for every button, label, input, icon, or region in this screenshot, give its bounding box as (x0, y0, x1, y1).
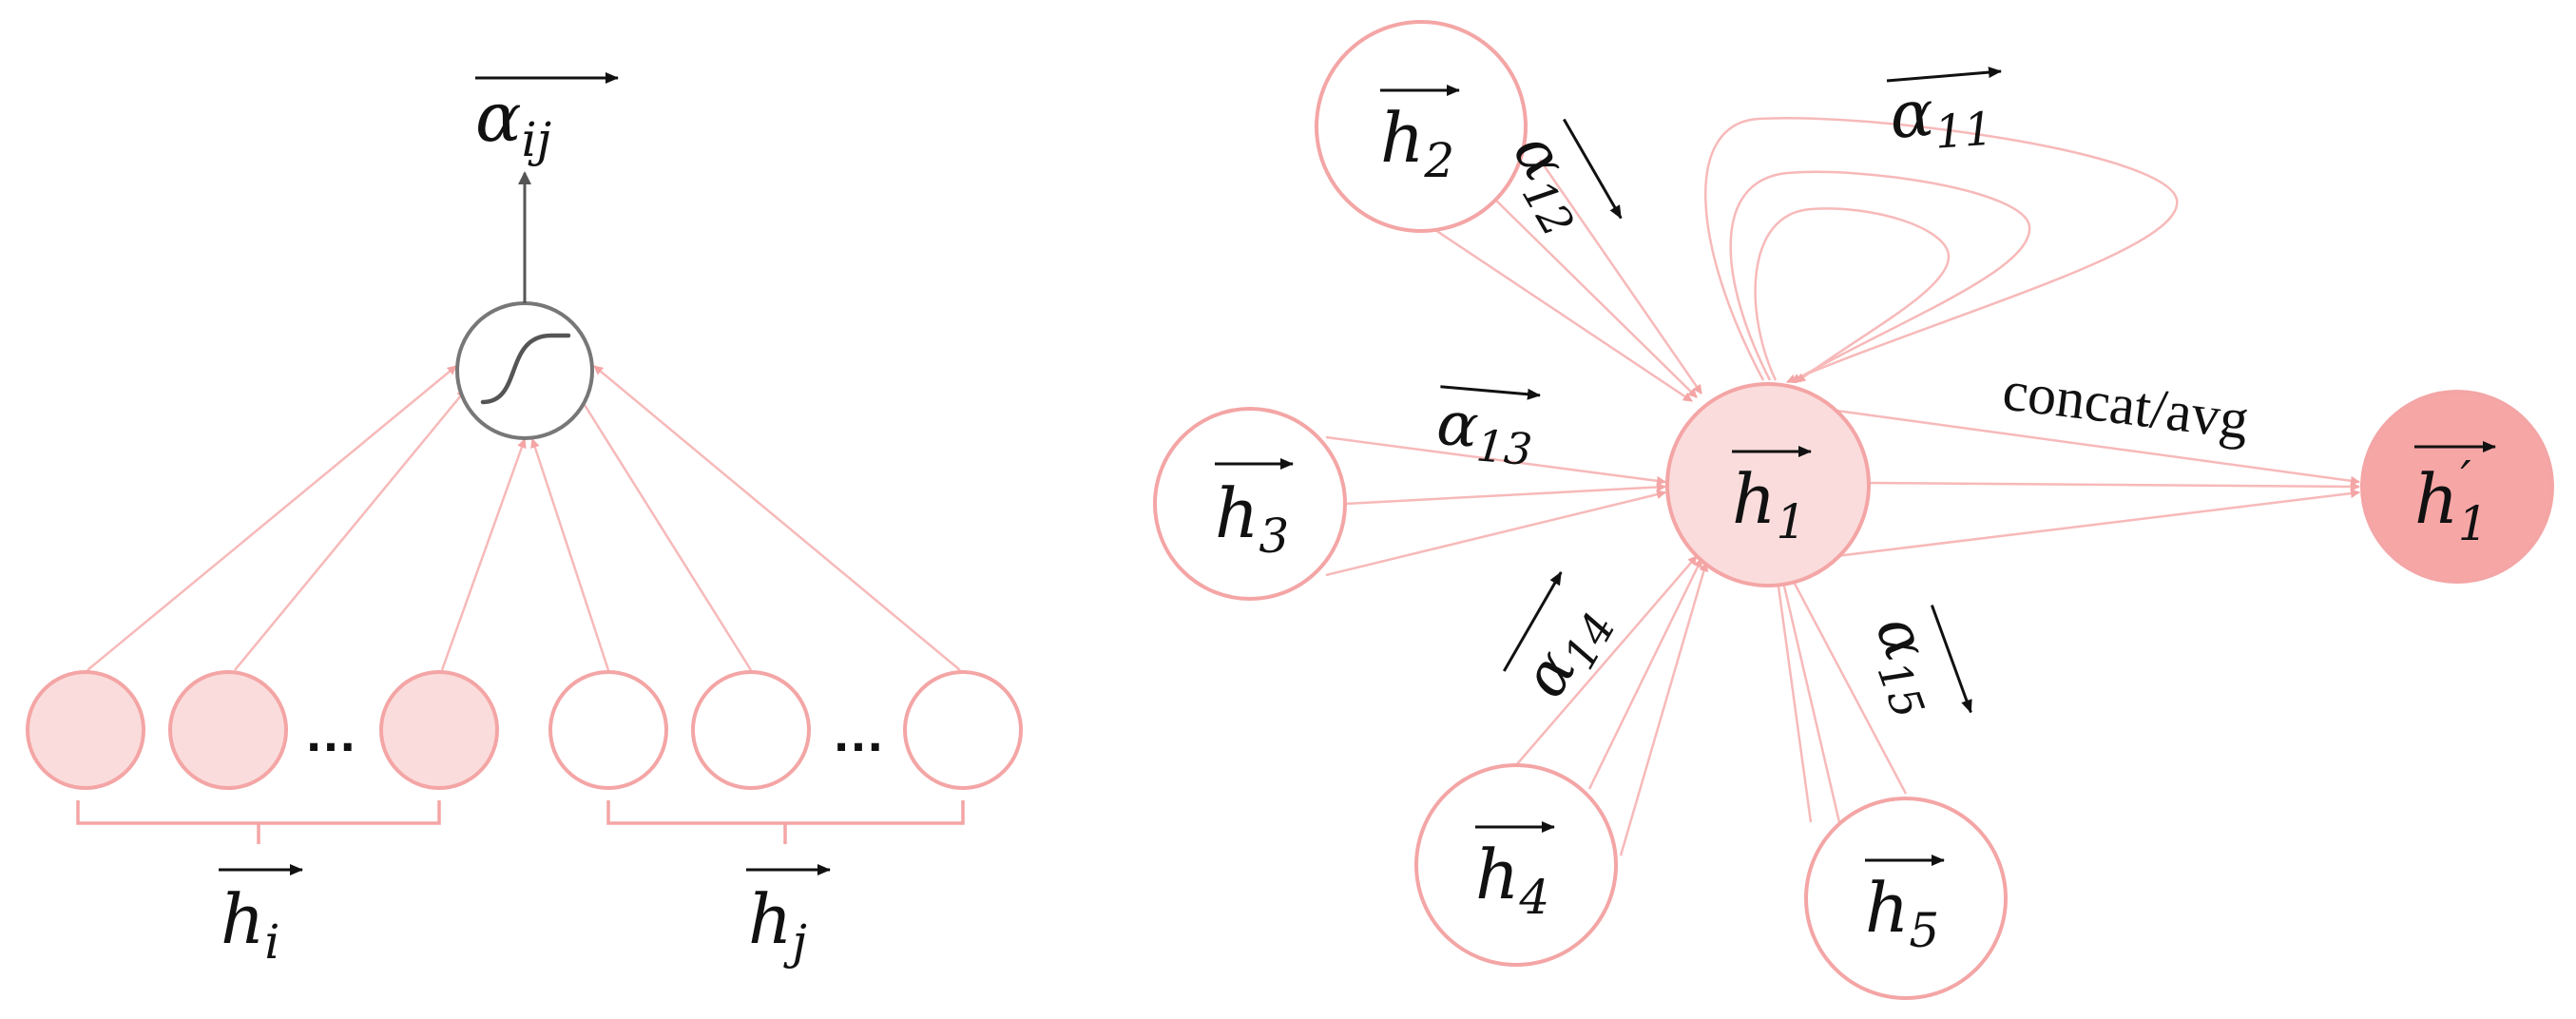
node-hi-1 (26, 670, 145, 790)
bracket-j (606, 800, 965, 844)
svg-text:h3: h3 (1215, 473, 1289, 564)
right-edges (1325, 117, 2360, 856)
edge-hj-3 (593, 365, 961, 671)
edge-h1-h1p-b (1867, 481, 2360, 491)
edge-h3-h1-c (1325, 490, 1666, 577)
svg-text:αij: αij (475, 77, 551, 167)
node-h1-prime-label: h′1 (2414, 441, 2496, 551)
node-h5-label: h5 (1865, 855, 1945, 958)
node-hi-2 (168, 670, 288, 790)
attention-a15: α15 (1854, 605, 1972, 724)
attention-a13: α13 (1433, 385, 1541, 476)
attention-a11: α11 (1886, 67, 2002, 163)
node-h3-label: h3 (1215, 458, 1294, 564)
self-loop-middle (1729, 170, 2031, 384)
edge-h4-h1-c (1619, 562, 1709, 856)
node-h1-label: h1 (1732, 446, 1812, 549)
edge-h3-h1-a (1325, 435, 1666, 486)
edge-h1-h1p-a (1836, 409, 2360, 486)
sigmoid-icon (480, 333, 571, 405)
edge-h4-h1-a (1515, 555, 1698, 766)
svg-text:α14: α14 (1509, 590, 1625, 714)
node-hj-1 (548, 670, 668, 790)
node-hj-3 (903, 670, 1023, 790)
edge-hj-1 (530, 438, 610, 671)
svg-text:α13: α13 (1433, 389, 1537, 476)
self-loop-inner (1754, 207, 1951, 384)
alpha-ij-sub: ij (522, 112, 552, 167)
edge-h2-h1-b (1491, 196, 1698, 398)
activation-node (455, 301, 594, 440)
group-j-label: hj (746, 864, 831, 970)
node-hi-3 (379, 670, 499, 790)
bracket-i (76, 800, 441, 844)
ellipsis-i: … (304, 702, 357, 762)
svg-text:α11: α11 (1888, 72, 1995, 163)
edge-h5-h1-b (1777, 565, 1841, 823)
edge-hi-1 (87, 365, 457, 671)
node-h4 (1414, 763, 1618, 967)
self-loop-outer (1704, 117, 2179, 384)
node-h2 (1315, 20, 1528, 233)
edge-hi-2 (234, 389, 467, 671)
svg-text:hj: hj (748, 879, 807, 970)
svg-text:h5: h5 (1865, 868, 1939, 958)
node-h4-label: h4 (1475, 821, 1555, 925)
node-h5 (1804, 797, 2008, 1000)
edge-h2-h1-a (1420, 219, 1693, 403)
input-nodes (26, 670, 1023, 790)
svg-text:α15: α15 (1854, 606, 1961, 724)
svg-text:hi: hi (221, 879, 279, 970)
node-h1 (1665, 382, 1871, 587)
edge-h2-h1-c (1538, 159, 1703, 394)
svg-text:h1: h1 (1732, 459, 1806, 549)
edge-h5-h1-c (1783, 565, 1908, 795)
edge-h1-h1p-c (1836, 489, 2360, 558)
graph-nodes (1153, 20, 2554, 1000)
ellipsis-j: … (832, 702, 885, 762)
left-panel: αij … … hi (26, 72, 1023, 970)
alpha-ij-base: α (475, 77, 522, 157)
left-edges (87, 365, 961, 671)
edge-h4-h1-b (1587, 558, 1703, 790)
svg-text:h4: h4 (1475, 835, 1549, 925)
output-label: αij (475, 72, 619, 167)
node-h2-label: h2 (1380, 85, 1460, 188)
attention-a14: α14 (1502, 571, 1625, 714)
edge-h5-h1-a (1772, 565, 1813, 823)
edge-h3-h1-b (1344, 482, 1666, 506)
svg-text:h′1: h′1 (2414, 451, 2489, 551)
edge-hj-2 (573, 389, 753, 671)
group-i-label: hi (219, 864, 303, 970)
svg-text:h2: h2 (1380, 98, 1454, 188)
right-panel: h1 h2 h3 h4 h5 h′1 α11 α12 (1153, 20, 2554, 1000)
node-h1-prime (2360, 390, 2554, 584)
node-hj-2 (691, 670, 811, 790)
edge-hi-3 (440, 438, 527, 671)
node-h3 (1153, 407, 1347, 601)
